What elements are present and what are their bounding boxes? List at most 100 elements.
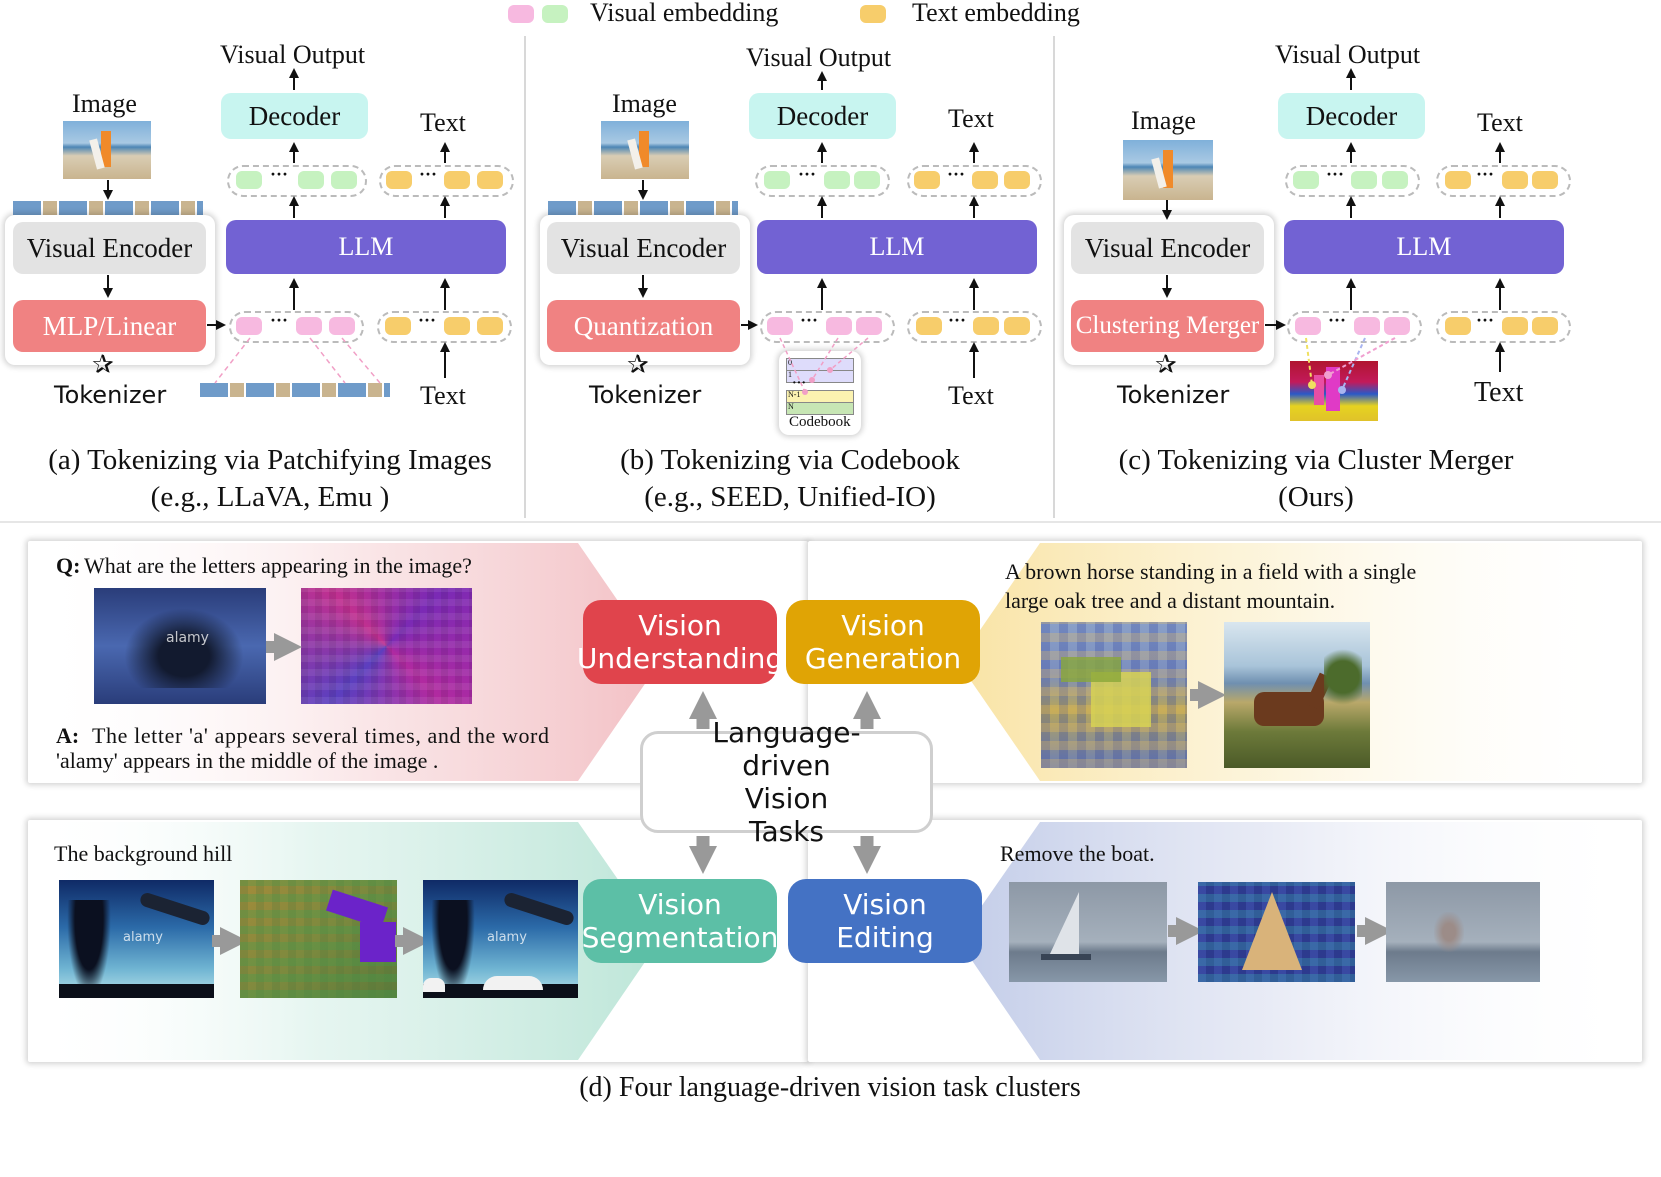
panel-a-decoder: Decoder (221, 93, 368, 139)
panel-a-llm: LLM (226, 220, 506, 274)
panel-c-tokenizer-icon: ✰ (1155, 350, 1177, 379)
generation-mosaic-image (1041, 622, 1187, 768)
token-pink (826, 317, 852, 335)
panel-c-decoder: Decoder (1278, 93, 1425, 139)
segmentation-dino-image: alamy (59, 880, 214, 998)
bottom-caption: (d) Four language-driven vision task clu… (579, 1072, 1081, 1103)
token-yellow (477, 171, 503, 189)
panel-b-quantization-box: Quantization (547, 300, 740, 352)
panel-b-text-in-label: Text (948, 381, 994, 410)
editing-arrow-1 (1168, 917, 1204, 945)
vision-editing-box: Vision Editing (788, 879, 982, 963)
token-yellow (385, 317, 411, 335)
panel-b-tokenizer-icon: ✰ (627, 350, 649, 379)
ellipsis: ··· (1326, 164, 1345, 184)
ellipsis: ··· (270, 310, 289, 330)
token-yellow (386, 171, 412, 189)
understanding-watermark: alamy (166, 630, 209, 646)
codebook-index-n: N (788, 402, 794, 411)
vision-generation-box: Vision Generation (786, 600, 980, 684)
editing-result-image (1386, 882, 1540, 982)
panel-a-image-label: Image (72, 89, 137, 118)
ellipsis: ··· (1476, 310, 1495, 330)
ellipsis: ··· (948, 310, 967, 330)
panel-c-visual-encoder: Visual Encoder (1071, 222, 1264, 274)
panel-a-caption-2: (e.g., LLaVA, Emu ) (150, 481, 390, 513)
token-yellow (477, 317, 503, 335)
token-pink (1354, 317, 1380, 335)
editing-mosaic-image (1198, 882, 1355, 982)
editing-prompt: Remove the boat. (1000, 841, 1155, 866)
legend-visual-label: Visual embedding (590, 0, 779, 27)
generation-prompt-1: A brown horse standing in a field with a… (1005, 559, 1417, 584)
bottom-divider (0, 521, 1661, 523)
codebook-index-n-1: N-1 (788, 390, 801, 399)
understanding-arrow (266, 633, 302, 661)
ellipsis: ··· (800, 310, 819, 330)
panel-b-arrows (638, 71, 979, 395)
panel-a-text-in-label: Text (420, 381, 466, 410)
panel-b-image-label: Image (612, 89, 677, 118)
legend-green-swatch (542, 5, 568, 23)
ellipsis: ··· (419, 164, 438, 184)
panel-a-patch-strip-bottom (200, 383, 390, 397)
generation-horse-image (1224, 622, 1370, 768)
token-pink (1384, 317, 1410, 335)
panel-c-text-in-label: Text (1474, 377, 1524, 408)
token-pink (329, 317, 355, 335)
token-yellow (972, 171, 998, 189)
codebook-index-1: 1 (788, 370, 792, 379)
token-yellow (1004, 171, 1030, 189)
understanding-answer-1: The letter 'a' appears several times, an… (92, 723, 550, 748)
understanding-statue-image: alamy (94, 588, 266, 704)
panel-c-image-label: Image (1131, 106, 1196, 135)
panel-c-visual-output-label: Visual Output (1275, 40, 1421, 69)
panel-c-caption-1: (c) Tokenizing via Cluster Merger (1118, 444, 1514, 476)
token-pink (236, 317, 262, 335)
understanding-q-label: Q: (56, 553, 81, 578)
token-yellow (1445, 317, 1471, 335)
panel-c-arrows (1162, 68, 1505, 394)
token-green (824, 171, 850, 189)
understanding-mosaic-image (301, 588, 472, 704)
token-yellow (1502, 171, 1528, 189)
token-pink (1295, 317, 1321, 335)
panel-b-visual-output-label: Visual Output (746, 43, 892, 72)
segmentation-prompt: The background hill (54, 841, 233, 866)
ellipsis: ··· (947, 164, 966, 184)
panel-c-llm: LLM (1284, 220, 1564, 274)
panel-b-caption-1: (b) Tokenizing via Codebook (620, 444, 960, 476)
panel-c-surfer-image (1123, 140, 1213, 200)
segmentation-mosaic-image (240, 880, 397, 998)
token-yellow (1532, 171, 1558, 189)
language-driven-center-box: Language-driven Vision Tasks (640, 716, 933, 848)
token-green (1382, 171, 1408, 189)
ellipsis: ··· (798, 164, 817, 184)
panel-a-visual-output-label: Visual Output (220, 40, 366, 69)
legend-pink-swatch (508, 5, 534, 23)
ellipsis: ··· (1328, 310, 1347, 330)
understanding-a-label: A: (56, 723, 80, 748)
token-yellow (973, 317, 999, 335)
panel-c-cluster-image (1290, 361, 1378, 421)
panel-a-patch-strip (13, 201, 203, 215)
panel-b-visual-encoder: Visual Encoder (547, 222, 740, 274)
legend-yellow-swatch (860, 5, 886, 23)
panel-c-tokenizer-label: Tokenizer (1117, 381, 1230, 409)
token-green (1293, 171, 1319, 189)
token-green (1351, 171, 1377, 189)
token-yellow (1004, 317, 1030, 335)
token-green (236, 171, 262, 189)
token-green (298, 171, 324, 189)
panel-a-surfer-image (63, 121, 151, 179)
segmentation-watermark: alamy (123, 930, 163, 945)
panel-b-llm: LLM (757, 220, 1037, 274)
ellipsis: ··· (1476, 164, 1495, 184)
token-pink (856, 317, 882, 335)
segmentation-arrow-1 (212, 927, 248, 955)
editing-boat-image (1009, 882, 1167, 982)
codebook-label: Codebook (789, 414, 851, 430)
segmentation-result-watermark: alamy (487, 930, 527, 945)
ellipsis: ··· (418, 310, 437, 330)
